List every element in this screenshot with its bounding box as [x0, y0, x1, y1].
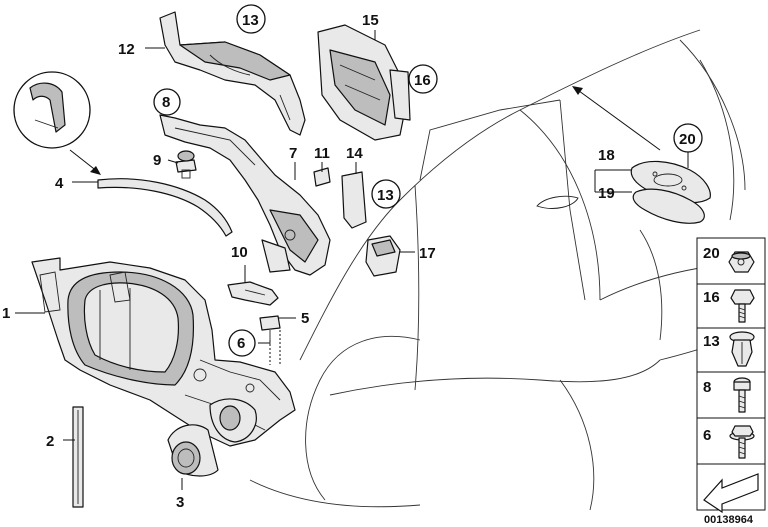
car-body-outline [249, 29, 746, 511]
rubber-block [365, 235, 401, 277]
rubber-seal [97, 178, 233, 237]
flange-screw-icon [729, 425, 755, 459]
callout-14: 14 [346, 145, 363, 162]
air-duct-part [167, 398, 257, 477]
fastener-legend: 20 16 13 8 6 [696, 237, 766, 514]
legend-label-8: 8 [703, 379, 711, 396]
leader-lines [15, 30, 689, 490]
callout-1: 1 [2, 305, 10, 322]
callout-3: 3 [176, 494, 184, 511]
callout-17: 17 [419, 245, 436, 262]
callout-9: 9 [153, 152, 161, 169]
callout-11: 11 [314, 145, 330, 162]
callout-13a: 13 [242, 12, 259, 29]
electronics-box [317, 24, 411, 141]
small-bracket [227, 281, 279, 306]
callout-13b: 13 [377, 187, 394, 204]
callout-labels: 1 2 3 4 5 6 7 8 9 10 11 12 13 13 14 15 1… [2, 4, 703, 511]
hex-screw-icon [730, 289, 755, 323]
direction-arrow-icon [703, 473, 759, 514]
small-clip [313, 167, 331, 187]
expanding-rivet-icon [729, 331, 755, 367]
bolt-icon [733, 377, 751, 413]
callout-5: 5 [301, 310, 309, 327]
nut-icon [728, 251, 755, 273]
callout-15: 15 [362, 12, 379, 29]
seal-detail-magnifier [13, 71, 101, 175]
callout-4: 4 [55, 175, 64, 192]
callout-7: 7 [289, 145, 297, 162]
callout-2: 2 [46, 433, 54, 450]
legend-label-16: 16 [703, 289, 720, 306]
door-handle [536, 195, 579, 209]
legend-label-13: 13 [703, 333, 720, 350]
callout-8-circle [153, 88, 181, 116]
legend-label-20: 20 [703, 245, 720, 262]
callout-20: 20 [679, 131, 696, 148]
callout-16-circle [408, 64, 438, 94]
callout-8: 8 [162, 94, 170, 111]
clip-part [175, 150, 197, 179]
callout-13a-circle [236, 4, 266, 34]
wheel-arch-cover-upper [159, 11, 306, 136]
callout-6-circle [228, 329, 256, 357]
foam-pad [341, 171, 367, 229]
callout-13b-circle [371, 179, 401, 209]
callout-16: 16 [414, 72, 431, 89]
callout-19: 19 [598, 185, 615, 202]
seal-strip [72, 406, 84, 508]
diagram-id: 00138964 [704, 514, 754, 526]
side-bracket [159, 114, 331, 276]
callout-12: 12 [118, 41, 135, 58]
callout-18: 18 [598, 147, 615, 164]
fuel-filler-flap [630, 160, 711, 224]
callout-10: 10 [231, 244, 248, 261]
callout-6: 6 [237, 335, 245, 352]
legend-label-6: 6 [703, 427, 711, 444]
callout-20-circle [673, 123, 703, 153]
